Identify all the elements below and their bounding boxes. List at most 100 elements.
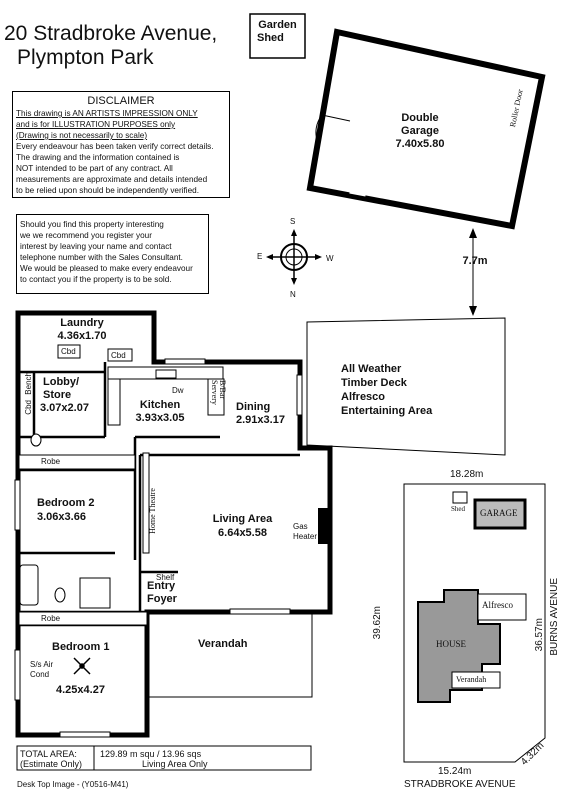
aircon-label-2: Cond <box>30 670 50 679</box>
area-label-2: (Estimate Only) <box>20 759 83 769</box>
garage-label-2: Garage <box>401 125 439 137</box>
garage-outline <box>306 28 546 230</box>
bedroom2-size: 3.06x3.66 <box>37 511 86 523</box>
laundry-size: 4.36x1.70 <box>57 330 107 342</box>
bench-label: Bench <box>24 372 33 395</box>
entry-label-2: Foyer <box>147 593 177 605</box>
site-top-dimension: 18.28m <box>450 469 484 480</box>
gas-heater-label-1: Gas <box>293 522 308 531</box>
garage-label-1: Double <box>401 112 439 124</box>
dining-label: Dining <box>236 401 271 413</box>
lobby-cupboard <box>107 348 133 362</box>
home-theatre-unit <box>142 452 150 554</box>
bedroom1-size: 4.25x4.27 <box>56 684 105 696</box>
site-garage <box>473 498 527 530</box>
bedroom1-robe-label: Robe <box>41 614 61 623</box>
bbar-label: B/Bar <box>218 380 227 400</box>
notice-line: we we recommend you register your <box>20 231 152 240</box>
home-theatre-label: Home Theatre <box>148 488 157 534</box>
bathtub <box>19 564 39 606</box>
gas-heater-label-2: Heater <box>293 532 318 541</box>
gas-heater-icon <box>318 508 330 544</box>
area-value-1: 129.89 m squ / 13.96 sqs <box>100 749 202 759</box>
disclaimer-line: The drawing and the information containe… <box>16 153 180 162</box>
site-bottom-dimension: 15.24m <box>438 766 472 777</box>
ceiling-fan-icon <box>73 657 91 675</box>
verandah-label: Verandah <box>198 638 248 650</box>
site-left-dimension: 39.62m <box>372 606 383 640</box>
garden-shed-outline <box>249 13 306 59</box>
disclaimer-box: DISCLAIMER This drawing is AN ARTISTS IM… <box>12 91 230 198</box>
disclaimer-line: to be relied upon should be independentl… <box>16 186 199 195</box>
garage-door-swing <box>315 114 351 144</box>
disclaimer-line: (Drawing is not necessarily to scale) <box>16 131 148 140</box>
compass-n: N <box>290 290 296 299</box>
site-house-label: HOUSE <box>436 639 467 649</box>
shelf-label: Shelf <box>156 573 175 582</box>
interest-notice-box: Should you find this property interestin… <box>16 214 209 294</box>
footer-reference: Desk Top Image - (Y0516-M41) <box>17 780 129 789</box>
laundry-cbd-label: Cbd <box>61 347 76 356</box>
garden-shed-label-1: Garden <box>258 19 297 31</box>
laundry-label: Laundry <box>60 317 104 329</box>
disclaimer-line: Every endeavour has been taken verify co… <box>16 142 214 151</box>
compass-w: W <box>326 254 334 263</box>
compass-e: E <box>257 252 263 261</box>
bedroom1-label: Bedroom 1 <box>52 641 110 653</box>
compass-s: S <box>290 217 296 226</box>
site-verandah <box>451 671 501 689</box>
address-line-2: Plympton Park <box>17 46 154 69</box>
garage-distance-label: 7.7m <box>462 255 488 267</box>
bedroom2-robe-label: Robe <box>41 457 61 466</box>
distance-arrow-head-bottom <box>469 306 477 316</box>
bedroom2-robe <box>18 454 136 470</box>
disclaimer-line: NOT intended to be part of any contract.… <box>16 164 173 173</box>
garage-size: 7.40x5.80 <box>395 138 445 150</box>
address-line-1: 20 Stradbroke Avenue, <box>4 22 218 45</box>
servery-bench <box>207 378 225 416</box>
area-label-1: TOTAL AREA: <box>20 749 77 759</box>
toilet-icon <box>54 587 66 603</box>
notice-line: Should you find this property interestin… <box>20 220 164 229</box>
lobby-size: 3.07x2.07 <box>40 402 89 414</box>
cbd-vertical-label: Cbd <box>24 400 33 415</box>
bedroom2-label: Bedroom 2 <box>37 497 95 509</box>
area-value-2: Living Area Only <box>142 759 208 769</box>
site-verandah-label: Verandah <box>456 675 487 684</box>
living-size: 6.64x5.58 <box>218 527 267 539</box>
servery-label: Servery <box>210 380 219 405</box>
street-right-label: BURNS AVENUE <box>549 578 560 656</box>
lobby-cbd-label: Cbd <box>111 351 126 360</box>
windows <box>14 358 303 738</box>
disclaimer-line: This drawing is AN ARTISTS IMPRESSION ON… <box>16 109 198 118</box>
disclaimer-heading: DISCLAIMER <box>87 95 155 107</box>
laundry-cupboard <box>57 344 81 359</box>
garage-side-opening <box>349 186 367 197</box>
notice-line: telephone number with the Sales Consulta… <box>20 253 183 262</box>
bedroom1-robe <box>18 611 148 626</box>
shower <box>79 577 111 609</box>
street-bottom-label: STRADBROKE AVENUE <box>404 779 516 790</box>
garden-shed-label-2: Shed <box>257 32 284 44</box>
kitchen-size: 3.93x3.05 <box>135 412 185 424</box>
deck-line-2: Timber Deck <box>341 377 407 389</box>
kitchen-side-bench <box>107 378 121 426</box>
notice-line: to contact you if the property is to be … <box>20 275 172 284</box>
living-label: Living Area <box>212 513 273 525</box>
deck-line-4: Entertaining Area <box>341 405 433 417</box>
disclaimer-line: and is for ILLUSTRATION PURPOSES only <box>16 120 176 129</box>
lobby-label-2: Store <box>43 389 72 401</box>
kitchen-sink <box>155 369 177 379</box>
deck-line-1: All Weather <box>341 363 402 375</box>
site-plan <box>403 483 546 763</box>
site-shed-label: Shed <box>451 505 465 513</box>
aircon-label-1: S/s Air <box>30 660 54 669</box>
dishwasher-label: Dw <box>172 386 184 395</box>
notice-line: interest by leaving your name and contac… <box>20 242 172 251</box>
site-shed <box>452 491 468 504</box>
deck-outline <box>306 317 506 456</box>
disclaimer-line: measurements are approximate and details… <box>16 175 208 184</box>
toilet-icon <box>30 433 42 447</box>
